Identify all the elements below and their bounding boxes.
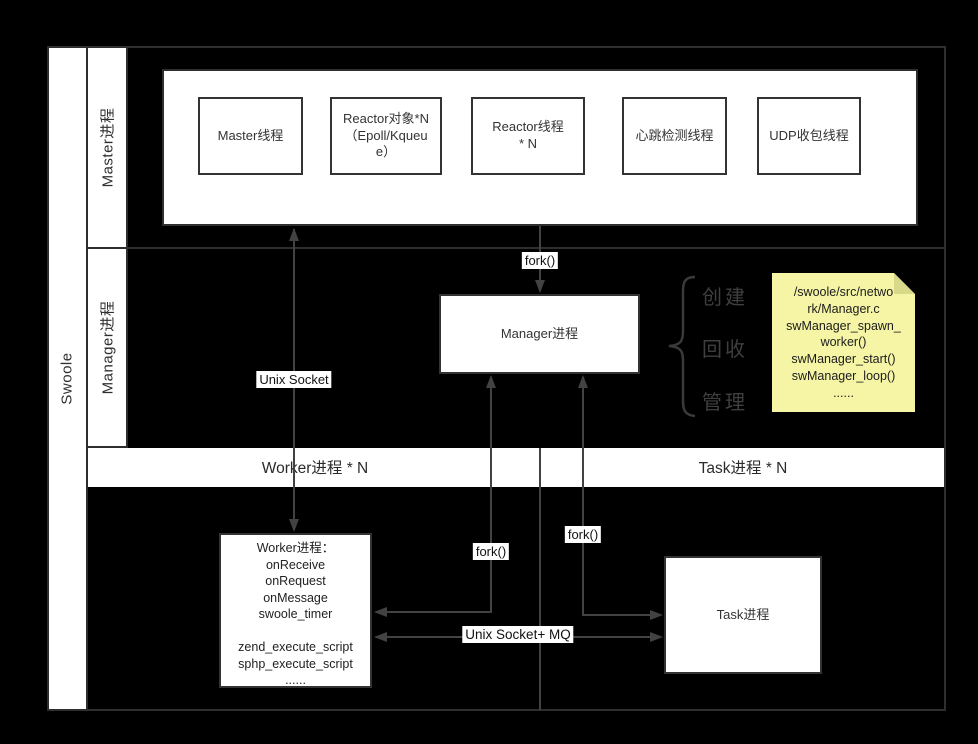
lane-manager-label: Manager进程 [99, 300, 117, 395]
band-task-label: Task进程 * N [698, 460, 788, 477]
node-task-process: Task进程 [664, 556, 822, 674]
label-fork-manager: fork() [521, 252, 559, 269]
duty-recycle: 回收 [702, 339, 748, 361]
note-text: /swoole/src/netwo rk/Manager.c swManager… [786, 285, 901, 400]
duty-create: 创建 [702, 287, 748, 309]
lane-manager-process: Manager进程 [86, 247, 128, 448]
node-reactor-objects: Reactor对象*N （Epoll/Kqueu e） [330, 97, 442, 175]
band-worker-label: Worker进程 * N [261, 460, 369, 477]
label-fork-worker: fork() [472, 543, 510, 560]
worker-task-band [88, 448, 944, 487]
lane-master-process: Master进程 [86, 46, 128, 249]
duty-manage: 管理 [702, 392, 748, 414]
node-reactor-threads: Reactor线程 * N [471, 97, 585, 175]
node-udp-thread: UDP收包线程 [757, 97, 861, 175]
node-worker-process: Worker进程： onReceive onRequest onMessage … [219, 533, 372, 688]
pool-swoole: Swoole [47, 46, 88, 711]
node-master-thread: Master线程 [198, 97, 303, 175]
label-fork-task: fork() [564, 526, 602, 543]
label-unix-socket-mq: Unix Socket+ MQ [462, 626, 574, 643]
label-unix-socket: Unix Socket [256, 371, 332, 388]
pool-title: Swoole [59, 352, 77, 405]
sticky-note: /swoole/src/netwo rk/Manager.c swManager… [772, 273, 915, 412]
node-manager-process: Manager进程 [439, 294, 640, 374]
lane-master-label: Master进程 [99, 107, 117, 188]
node-heartbeat-thread: 心跳检测线程 [622, 97, 727, 175]
